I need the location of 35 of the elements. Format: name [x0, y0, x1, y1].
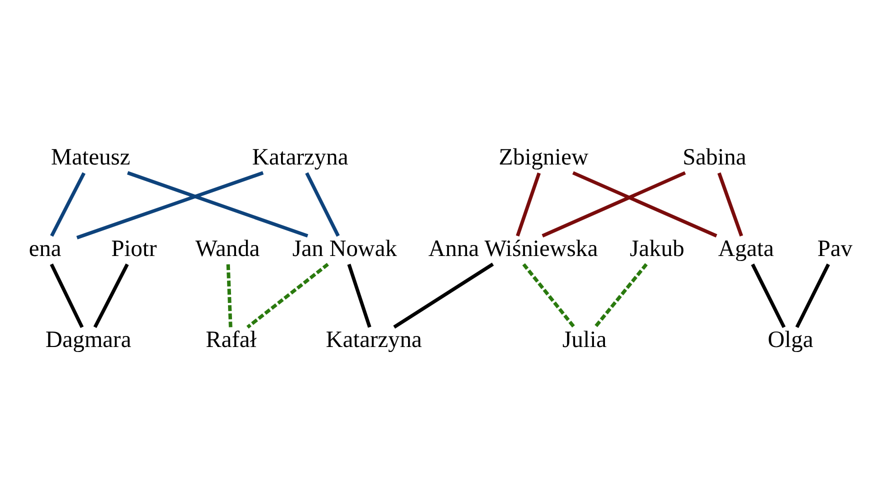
connector: [347, 264, 372, 328]
node-text: Piotr: [111, 236, 157, 262]
node-text: Rafał: [206, 327, 256, 354]
connector: [542, 171, 686, 238]
node-text: Sabina: [682, 144, 746, 171]
node-text: Pav: [817, 236, 852, 262]
node-text: ena: [28, 236, 62, 262]
connector: [305, 172, 340, 237]
node-text: Olga: [768, 327, 814, 354]
node-text: Mateusz: [51, 144, 130, 171]
node-text: Zbigniew: [498, 144, 588, 171]
connector: [50, 264, 84, 328]
connector: [516, 172, 541, 237]
node-text: Jakub: [630, 236, 684, 262]
connector: [226, 264, 232, 328]
connector: [246, 262, 329, 329]
node-text: Katarzyna: [326, 327, 422, 354]
node-text: Jan Nowak: [292, 236, 397, 262]
connector: [717, 172, 744, 237]
node-text: Anna Wiśniewska: [428, 236, 598, 262]
node-text: Julia: [562, 327, 607, 354]
node-text: Wanda: [195, 236, 260, 262]
connector: [50, 172, 86, 237]
connector: [522, 263, 576, 328]
connector: [127, 171, 308, 238]
connector: [795, 264, 830, 328]
node-text: Katarzyna: [252, 144, 348, 171]
connector: [76, 171, 264, 240]
node-text: Dagmara: [45, 327, 132, 354]
connector: [594, 263, 648, 328]
connector: [572, 171, 718, 238]
connector: [93, 264, 129, 328]
node-text: Agata: [718, 236, 774, 262]
connector: [751, 264, 786, 328]
connector: [393, 262, 494, 329]
